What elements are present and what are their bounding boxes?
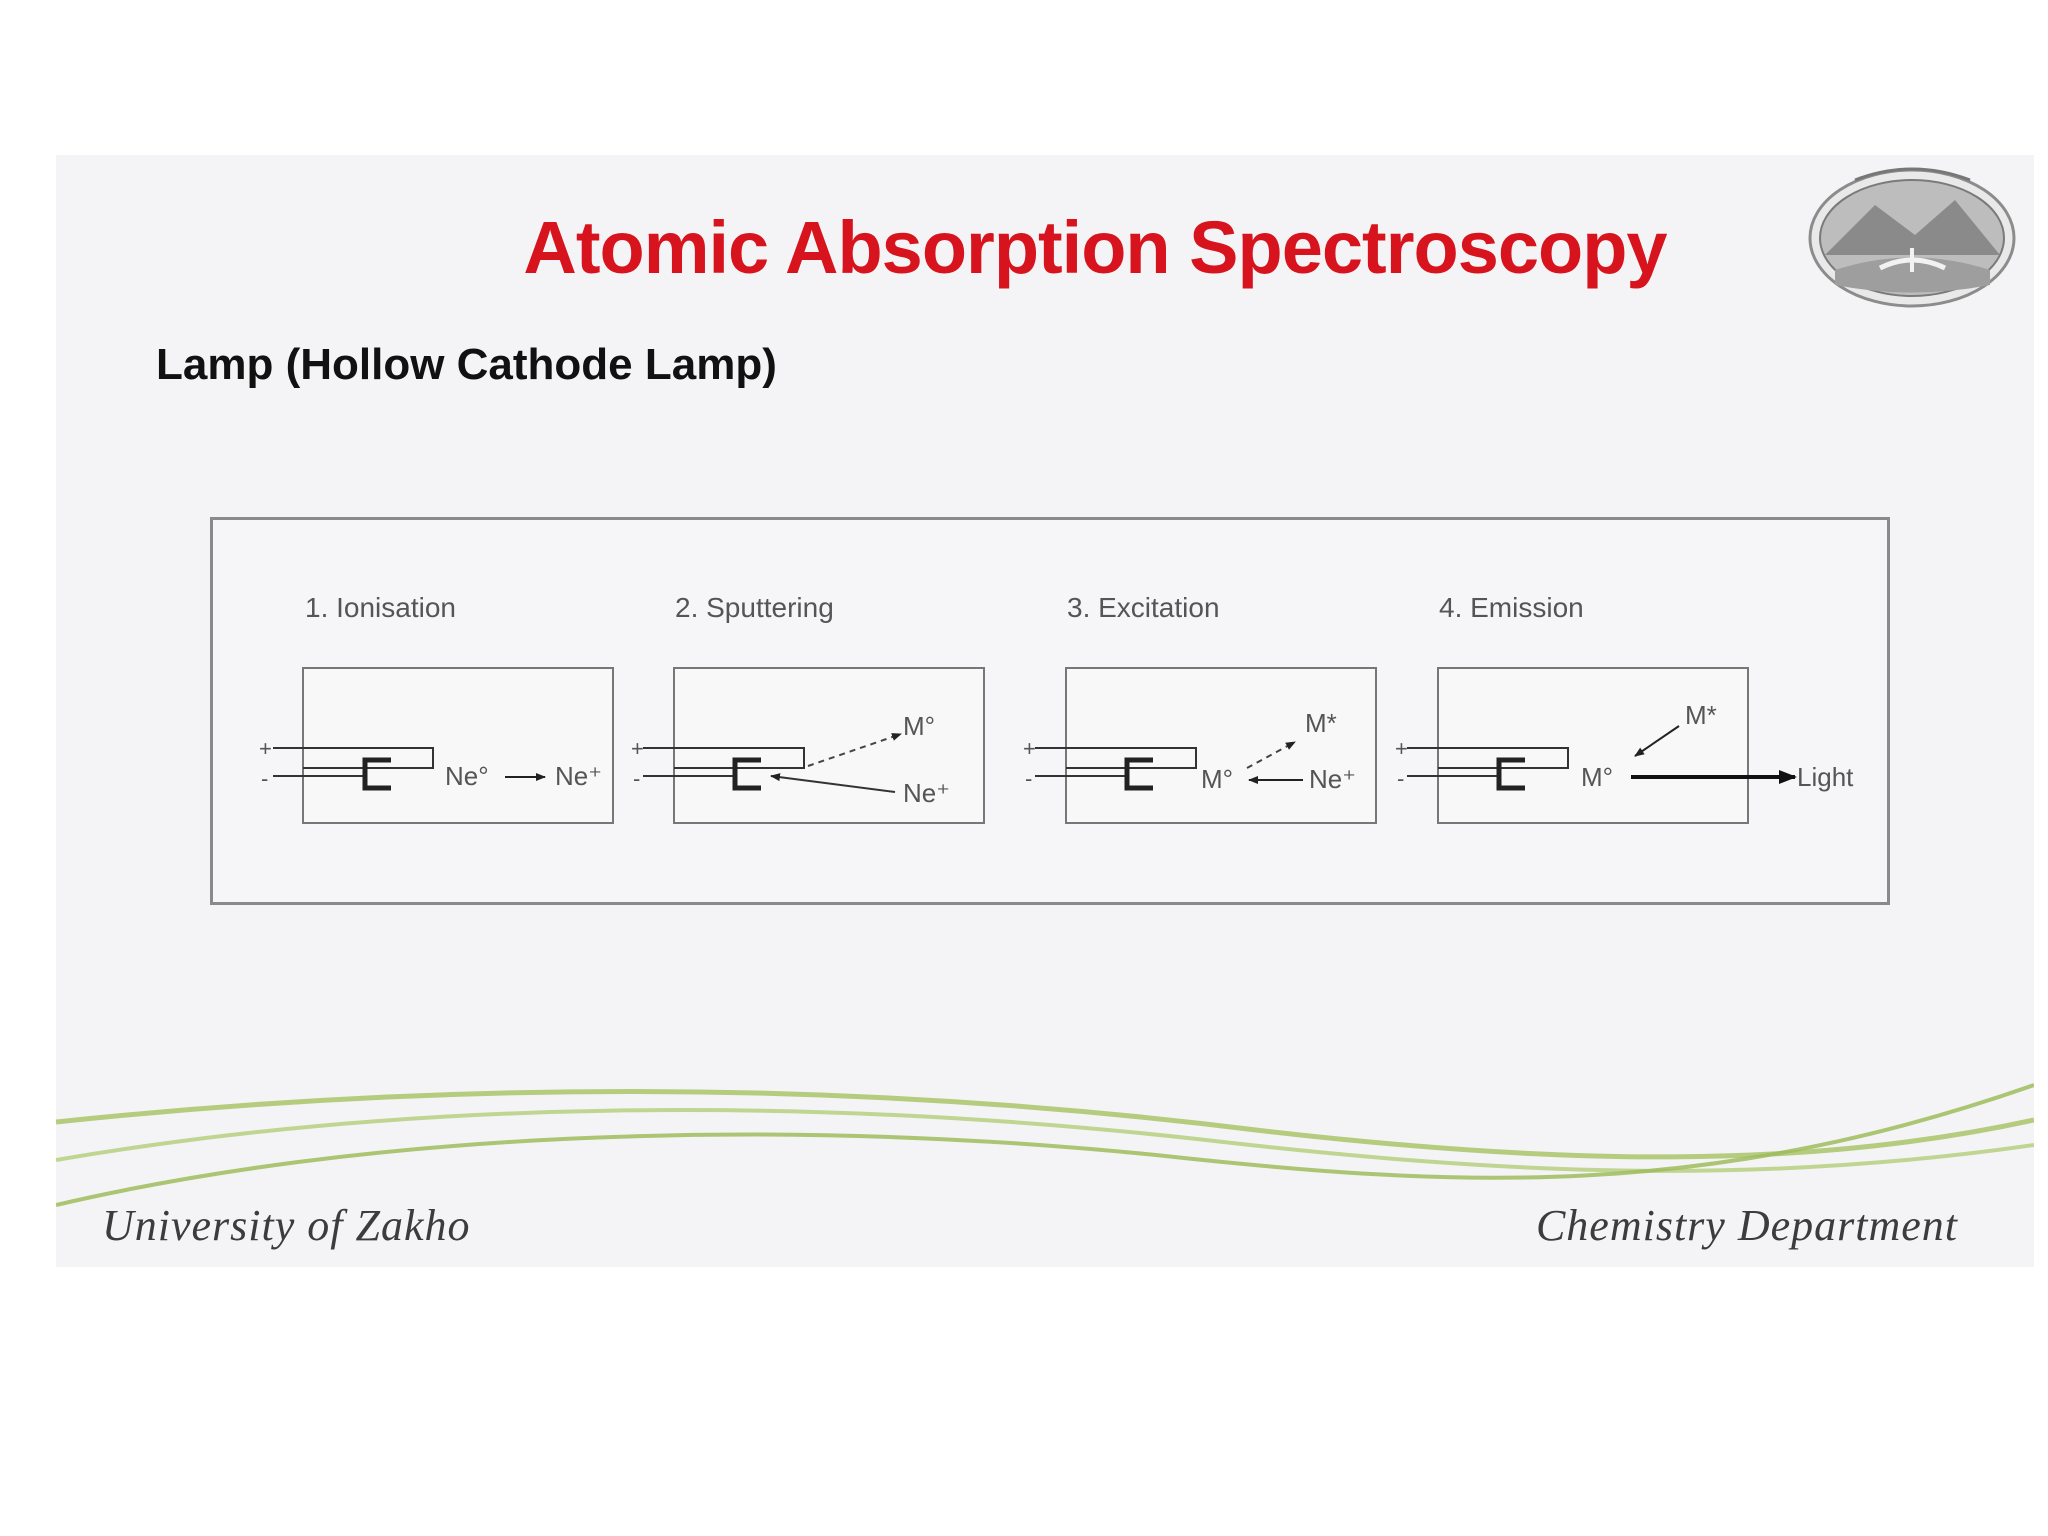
- species-m-ground: M°: [1201, 764, 1233, 794]
- step-sputtering: + - M° Ne⁺: [631, 667, 985, 824]
- hollow-cathode-lamp-diagram: 1. Ionisation 2. Sputtering 3. Excitatio…: [210, 517, 1890, 905]
- step-label-ionisation: 1. Ionisation: [305, 592, 456, 623]
- light-label: Light: [1797, 762, 1854, 792]
- species-m-ground: M°: [903, 711, 935, 741]
- ion-bombard-arrow: [770, 773, 896, 793]
- excitation-dashed-arrow: [1246, 741, 1296, 769]
- step-label-excitation: 3. Excitation: [1067, 592, 1220, 623]
- university-logo-icon: [1808, 167, 2016, 308]
- step-excitation: + - M° M* Ne⁺: [1023, 667, 1377, 824]
- slide-subtitle: Lamp (Hollow Cathode Lamp): [156, 340, 777, 389]
- step-label-sputtering: 2. Sputtering: [675, 592, 834, 623]
- slide-title: Atomic Absorption Spectroscopy: [523, 206, 1667, 289]
- footer-university: University of Zakho: [102, 1201, 471, 1250]
- decorative-wave-lines: [56, 1083, 2034, 1207]
- species-ne-ion: Ne⁺: [555, 761, 602, 791]
- species-ne-ion: Ne⁺: [1309, 764, 1356, 794]
- cathode-minus-sign: -: [1397, 766, 1404, 791]
- cathode-minus-sign: -: [633, 766, 640, 791]
- step-emission: + - M* M° Light: [1395, 667, 1854, 824]
- relaxation-arrow: [1634, 725, 1680, 757]
- process-steps-svg: + - Ne° Ne⁺ + - M° Ne⁺ + -: [259, 667, 1854, 824]
- anode-plus-sign: +: [631, 736, 644, 761]
- sputter-dashed-arrow: [807, 733, 902, 767]
- footer-department: Chemistry Department: [1535, 1201, 1958, 1250]
- species-ne-ground: Ne°: [445, 761, 489, 791]
- step-ionisation: + - Ne° Ne⁺: [259, 667, 614, 824]
- hollow-cathode-icon: [362, 757, 391, 791]
- anode-plus-sign: +: [1023, 736, 1036, 761]
- species-ne-ion: Ne⁺: [903, 778, 950, 808]
- hollow-cathode-icon: [1496, 757, 1525, 791]
- step-label-emission: 4. Emission: [1439, 592, 1584, 623]
- species-m-excited: M*: [1685, 700, 1717, 730]
- cathode-minus-sign: -: [1025, 766, 1032, 791]
- anode-plus-sign: +: [1395, 736, 1408, 761]
- hollow-cathode-icon: [1124, 757, 1153, 791]
- hollow-cathode-icon: [732, 757, 761, 791]
- species-m-ground: M°: [1581, 762, 1613, 792]
- species-m-excited: M*: [1305, 708, 1337, 738]
- cathode-minus-sign: -: [261, 766, 268, 791]
- anode-plus-sign: +: [259, 736, 272, 761]
